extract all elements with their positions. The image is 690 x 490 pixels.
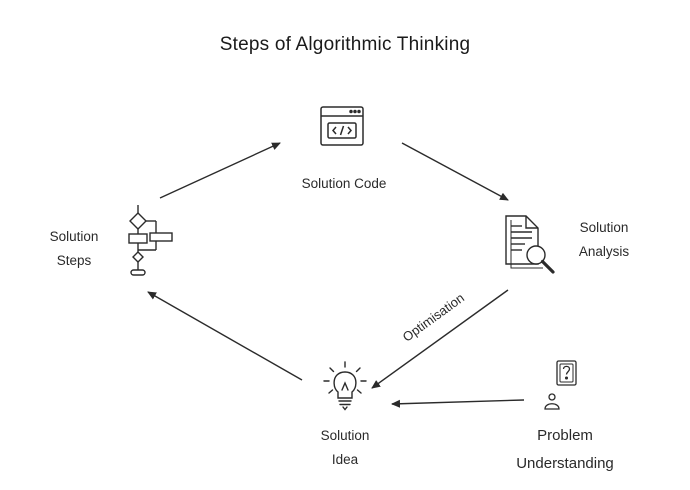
solution-analysis-line-1: Solution [579, 220, 629, 235]
arrow-analysis-to-idea [371, 289, 509, 389]
arrow-code-to-analysis [401, 142, 509, 201]
solution-idea-line-1: Solution [320, 428, 370, 443]
optimisation-label: Optimisation [400, 290, 467, 345]
solution-idea-line-2: Idea [331, 452, 359, 467]
person-question-icon [544, 360, 577, 410]
solution-steps-line-1: Solution [49, 229, 99, 244]
solution-analysis-line-2: Analysis [578, 244, 630, 259]
flowchart-icon [128, 205, 173, 276]
problem-understanding-line-1: Problem [537, 427, 593, 444]
solution-steps-line-2: Steps [56, 253, 92, 268]
problem-understanding-label: Problem Understanding [495, 422, 635, 478]
diagram-title: Steps of Algorithmic Thinking [219, 34, 471, 55]
solution-steps-label: Solution Steps [36, 225, 112, 273]
solution-analysis-label: Solution Analysis [562, 216, 646, 264]
problem-understanding-line-2: Understanding [516, 455, 614, 472]
arrow-problem-to-idea [391, 399, 525, 408]
code-window-icon [320, 106, 364, 146]
arrow-steps-to-code [159, 142, 281, 199]
solution-idea-label: Solution Idea [305, 424, 385, 472]
lightbulb-icon [323, 361, 367, 411]
document-magnifier-icon [505, 215, 555, 274]
solution-code-text: Solution Code [301, 176, 387, 191]
solution-code-label: Solution Code [284, 172, 404, 196]
arrow-idea-to-steps [147, 291, 303, 381]
